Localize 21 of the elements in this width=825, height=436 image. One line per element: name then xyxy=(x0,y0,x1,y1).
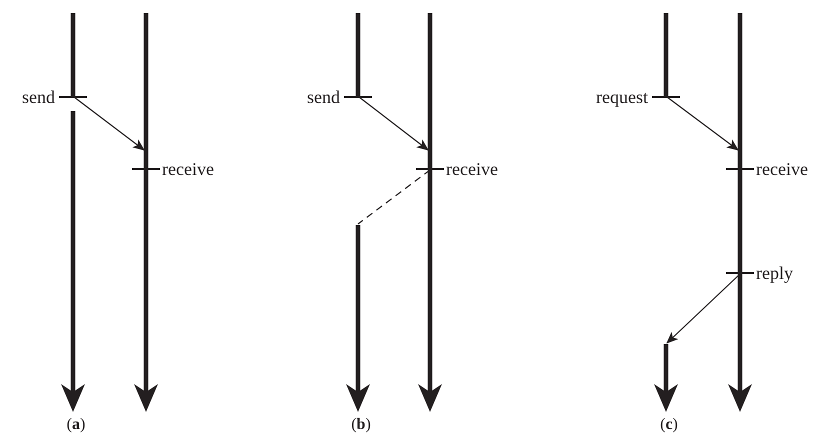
event-label: reply xyxy=(756,264,793,282)
panel-label: (c) xyxy=(660,416,678,434)
timeline-arrow xyxy=(133,13,159,412)
event-label: receive xyxy=(756,160,808,178)
timeline-arrow xyxy=(417,13,443,412)
event-label: request xyxy=(596,88,648,106)
arrow xyxy=(666,274,740,344)
dashed-line xyxy=(358,170,430,224)
arrow xyxy=(358,96,429,151)
event-label: receive xyxy=(162,160,214,178)
timeline-arrow xyxy=(653,344,679,412)
timeline-arrow xyxy=(345,225,371,412)
timeline-arrow xyxy=(60,111,86,412)
event-label: send xyxy=(307,88,340,106)
panel-label: (b) xyxy=(351,416,371,434)
event-label: send xyxy=(22,88,55,106)
event-label: receive xyxy=(446,160,498,178)
arrow xyxy=(666,96,739,151)
timeline-arrow xyxy=(727,13,753,412)
panel-label: (a) xyxy=(66,416,86,434)
arrow xyxy=(74,96,145,151)
